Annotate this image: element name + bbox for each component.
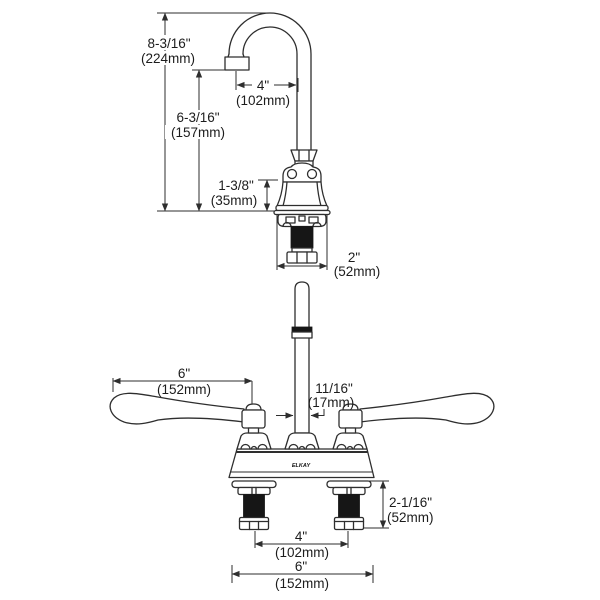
label-spout-height-in: 8-3/16" (147, 36, 190, 51)
label-spout-reach-mm: (102mm) (236, 93, 290, 108)
dim-spout-tip-height (192, 69, 227, 212)
escutcheon (277, 213, 327, 228)
text-backer (165, 125, 231, 139)
gooseneck-spout (224, 12, 312, 151)
left-handle-base (236, 432, 272, 450)
label-deck-width-in: 6" (295, 559, 308, 574)
label-faucet-centers-mm: (102mm) (275, 545, 329, 560)
label-riser-diameter-in: 11/16" (315, 381, 353, 396)
dim-riser-diameter (276, 409, 325, 419)
label-handle-length-mm: (152mm) (157, 382, 211, 397)
riser-pipe (291, 281, 313, 434)
right-handle-cap (342, 403, 359, 411)
label-spout-reach-in: 4" (257, 78, 270, 93)
label-base-width-mm: (52mm) (334, 264, 381, 279)
cone-body (276, 181, 328, 207)
label-bonnet-height-in: 1-3/8" (218, 178, 254, 193)
base-flange (273, 204, 331, 216)
left-supply-shank (231, 480, 277, 531)
label-base-width-in: 2" (348, 250, 361, 265)
mounting-nut (286, 247, 318, 264)
right-wristblade-handle (338, 392, 495, 434)
supply-shank (290, 226, 314, 249)
left-handle-hub (241, 409, 266, 429)
label-faucet-centers-in: 4" (295, 529, 308, 544)
label-shank-length-mm: (52mm) (387, 510, 434, 525)
dim-deck-width (231, 565, 374, 583)
label-deck-width-mm: (152mm) (275, 576, 329, 591)
left-wristblade-handle (109, 392, 266, 434)
deck-body (228, 448, 375, 479)
brand-logo: ELKAY (292, 463, 312, 469)
right-handle-base (332, 432, 368, 450)
left-handle-cap (245, 403, 262, 411)
dim-base-width (276, 214, 328, 270)
bonnet-dome (282, 162, 322, 183)
riser-coupling (291, 326, 313, 333)
spout-base (284, 432, 320, 450)
label-spout-tip-height-in: 6-3/16" (176, 110, 219, 125)
spout-outlet (224, 56, 250, 71)
label-riser-diameter-mm: (17mm) (308, 395, 355, 410)
text-backer (138, 35, 200, 50)
right-handle-hub (338, 409, 363, 429)
dim-spout-reach (235, 71, 299, 92)
dim-bonnet-height (258, 179, 278, 212)
label-spout-tip-height-mm: (157mm) (171, 125, 225, 140)
text-backer (169, 110, 229, 124)
label-spout-height-mm: (224mm) (141, 51, 195, 66)
dim-faucet-centers (254, 531, 349, 548)
label-bonnet-height-mm: (35mm) (211, 193, 258, 208)
text-backer (135, 51, 201, 65)
right-supply-shank (326, 480, 372, 531)
label-shank-length-in: 2-1/16" (389, 495, 432, 510)
label-handle-length-in: 6" (178, 366, 191, 381)
